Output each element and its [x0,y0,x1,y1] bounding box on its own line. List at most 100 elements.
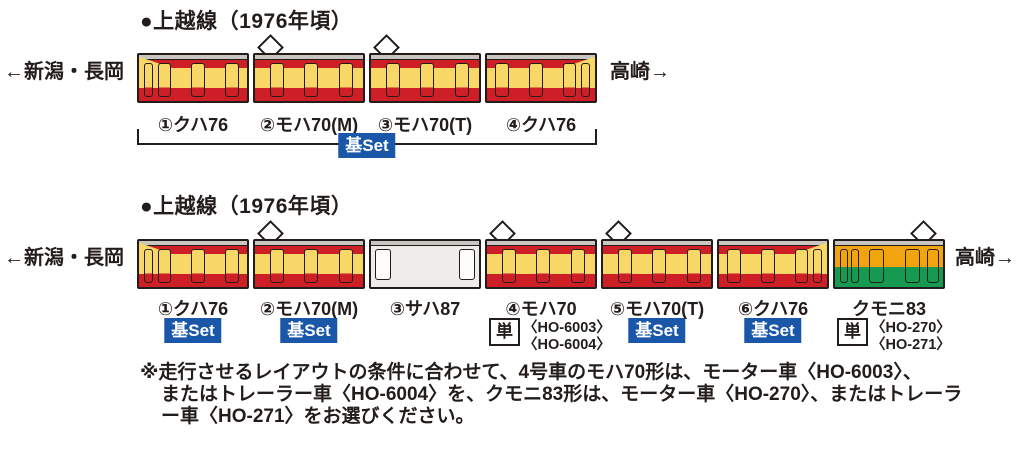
car-door [795,249,808,283]
train-car [485,220,597,289]
car-roof [603,241,711,246]
base-set-badge: 基Set [280,318,338,344]
train-car [253,34,365,103]
car-door [375,249,391,280]
product-number: 〈HO-6003〉 [523,320,611,336]
car-label: ③モハ70(T) [377,115,473,135]
car-label: ④クハ76 [505,115,577,135]
direction-label-left: ←新潟・長岡 [4,247,124,269]
train-car [485,53,597,103]
car-body [369,239,481,289]
single-car-badge: 単 [837,318,868,347]
car-label: ①クハ76 [157,299,229,319]
car-door [270,63,284,97]
car-roof [139,55,247,60]
car-door [727,249,741,283]
car-roof [487,55,595,60]
car-door [304,249,318,283]
car-body [369,53,481,103]
car-body [485,239,597,289]
direction-label-left: ←新潟・長岡 [4,61,124,83]
direction-label-right: 高崎→ [955,247,1015,269]
car-door [851,249,859,283]
car-door [869,249,884,283]
base-set-badge: 基Set [164,318,222,344]
car-door [386,63,400,97]
car-door [840,249,848,283]
car-body [717,239,829,289]
car-door [339,63,353,97]
train-car [601,220,713,289]
car-door [144,249,153,283]
car-label: ②モハ70(M) [259,115,359,135]
car-label: ⑥クハ76 [737,299,809,319]
product-number: 〈HO-6004〉 [523,336,611,353]
section-title: ●上越線（1976年頃） [140,10,353,33]
product-number: 〈HO-270〉 [871,320,951,336]
car-door [927,249,939,283]
car-label: ①クハ76 [157,115,229,135]
car-label: ③サハ87 [389,299,461,319]
section-title: ●上越線（1976年頃） [140,195,353,218]
car-label: ④モハ70 [505,299,577,319]
train-car [369,34,481,103]
car-roof [487,241,595,246]
car-roof [371,55,479,60]
car-roof [255,241,363,246]
car-door [571,249,585,283]
base-set-badge: 基Set [628,318,686,344]
cab-front-sweep [794,243,827,254]
car-door [455,63,469,97]
car-door [304,63,318,97]
product-number: 〈HO-271〉 [871,336,951,353]
car-body [137,239,249,289]
car-door [144,63,153,97]
product-numbers: 〈HO-6003〉〈HO-6004〉 [523,320,611,353]
car-body [137,53,249,103]
single-car-badge: 単 [489,318,520,347]
car-body [253,53,365,103]
train-car [137,53,249,103]
car-roof [139,241,247,246]
product-numbers: 〈HO-270〉〈HO-271〉 [871,320,951,353]
train-car [833,220,945,289]
base-set-badge: 基Set [338,133,396,159]
footnote-line: ※走行させるレイアウトの条件に合わせて、4号車のモハ70形は、モーター車〈HO-… [140,362,922,383]
train-car [253,220,365,289]
car-door [905,249,920,283]
car-door [270,249,284,283]
car-door [191,63,205,97]
car-door [158,249,171,283]
car-door [761,249,775,283]
car-label: ⑤モハ70(T) [609,299,705,319]
car-roof [719,241,827,246]
car-door [652,249,666,283]
car-door [618,249,632,283]
car-label: クモニ83 [851,299,927,319]
car-body [253,239,365,289]
car-door [502,249,516,283]
car-door [339,249,353,283]
base-set-badge: 基Set [744,318,802,344]
car-door [459,249,475,280]
car-door [191,249,205,283]
car-door [687,249,701,283]
train-car [369,239,481,289]
car-label: ②モハ70(M) [259,299,359,319]
car-roof [255,55,363,60]
car-door [529,63,543,97]
train-car [717,239,829,289]
car-door [225,63,239,97]
cab-front-sweep [562,57,595,68]
car-body [601,239,713,289]
car-roof [371,241,479,246]
cab-front-sweep [139,57,172,68]
train-car [137,239,249,289]
car-door [536,249,550,283]
car-roof [835,241,943,246]
car-door [581,63,590,97]
car-body [485,53,597,103]
car-door [813,249,822,283]
